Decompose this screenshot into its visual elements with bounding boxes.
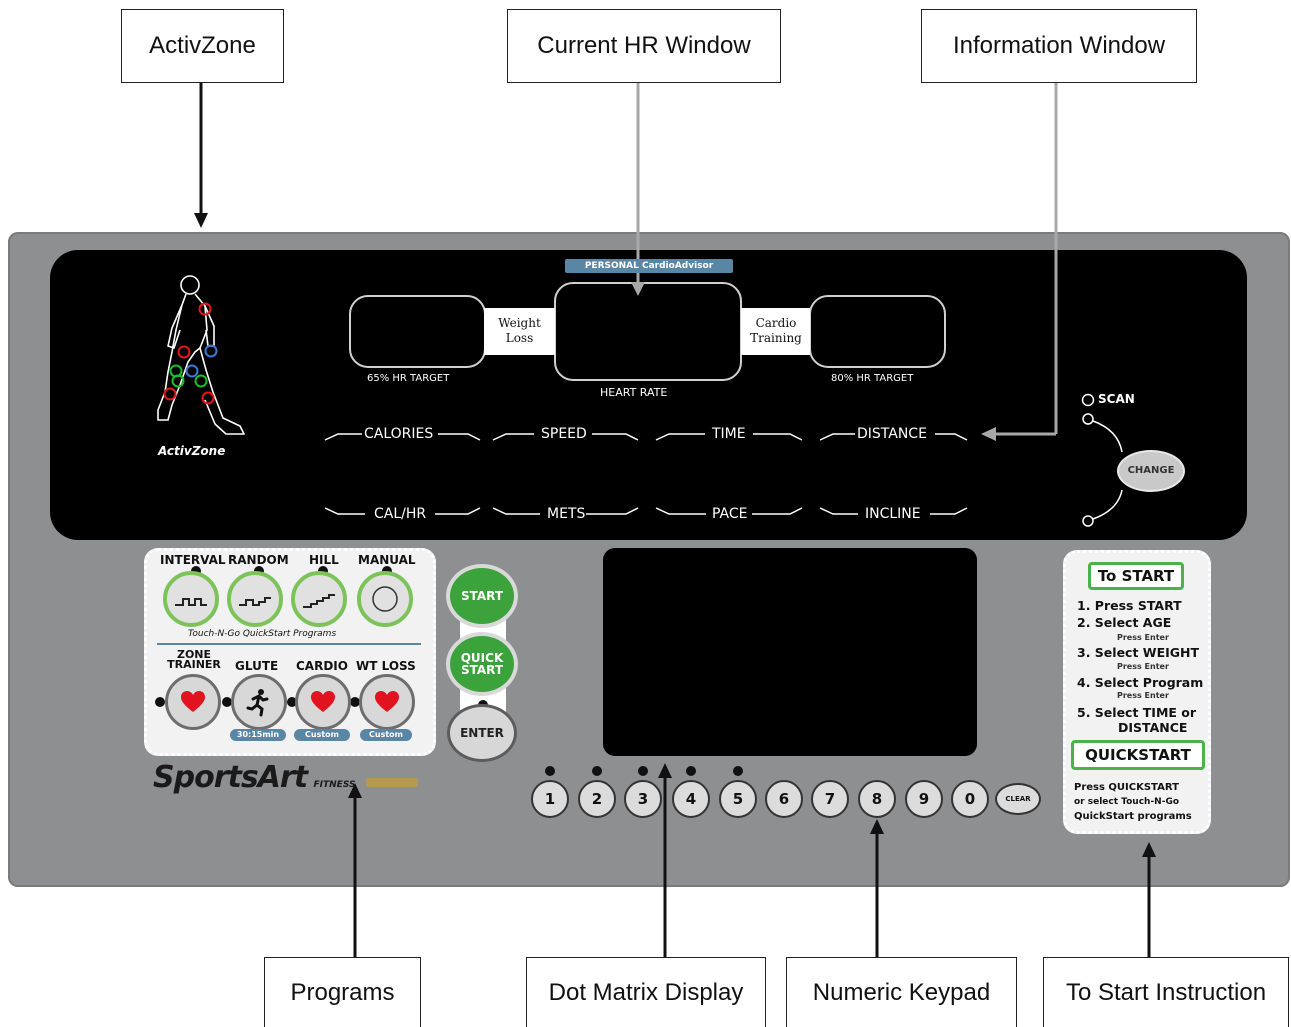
cardio-label: CARDIO [296, 659, 348, 673]
cardio-training-label: Cardio Training [750, 316, 802, 345]
cal-hr-label: CAL/HR [374, 506, 427, 522]
zone-trainer-led [155, 697, 165, 707]
key-3[interactable]: 3 [624, 780, 662, 818]
callout-to-start-instruction: To Start Instruction [1043, 957, 1289, 1027]
key-9[interactable]: 9 [905, 780, 943, 818]
start-button[interactable]: START [446, 564, 518, 628]
glute-button[interactable] [231, 674, 287, 730]
glute-tag: 30:15min [230, 729, 286, 741]
hill-button[interactable] [291, 571, 347, 627]
program-divider [157, 643, 421, 645]
wt-loss-tag: Custom [360, 729, 412, 741]
quickstart-title: QUICKSTART [1071, 740, 1205, 770]
heart-icon [181, 691, 205, 712]
instruction-step-3: 3. Select WEIGHT [1077, 645, 1200, 660]
instructions-panel [1063, 550, 1211, 834]
key-7[interactable]: 7 [811, 780, 849, 818]
key-5-led [733, 766, 743, 776]
touch-n-go-label: Touch-N-Go QuickStart Programs [188, 629, 337, 639]
speed-label: SPEED [541, 426, 587, 442]
distance-label: DISTANCE [857, 426, 927, 442]
key-0[interactable]: 0 [951, 780, 989, 818]
key-3-led [638, 766, 648, 776]
runner-icon [246, 689, 269, 717]
hill-profile-icon [303, 594, 335, 608]
instruction-step-2-sub: Press Enter [1117, 633, 1169, 642]
callout-programs: Programs [264, 957, 421, 1027]
pace-label: PACE [712, 506, 748, 522]
weight-loss-label: Weight Loss [498, 316, 541, 345]
program-manual-label: MANUAL [358, 553, 416, 567]
callout-current-hr-window: Current HR Window [507, 9, 781, 83]
manual-circle-icon [372, 586, 398, 612]
hr-target-65-label: 65% HR TARGET [367, 373, 450, 384]
glute-led [222, 697, 232, 707]
instruction-step-2: 2. Select AGE [1077, 615, 1172, 630]
cardio-tag: Custom [294, 729, 350, 741]
cardio-led [287, 697, 297, 707]
key-1-led [545, 766, 555, 776]
quickstart-line-2: or select Touch-N-Go [1074, 797, 1180, 807]
to-start-title: To START [1088, 562, 1184, 590]
program-interval-label: INTERVAL [160, 553, 226, 567]
dot-matrix-display [603, 548, 977, 756]
random-button[interactable] [227, 571, 283, 627]
key-1[interactable]: 1 [531, 780, 569, 818]
quick-start-button[interactable]: QUICK START [446, 632, 518, 696]
wt-loss-label: WT LOSS [356, 659, 416, 673]
instruction-step-4-sub: Press Enter [1117, 691, 1169, 700]
wt-loss-led [350, 697, 360, 707]
mets-label: METS [547, 506, 586, 522]
key-8[interactable]: 8 [858, 780, 896, 818]
zone-trainer-button[interactable] [165, 674, 221, 730]
random-profile-icon [239, 597, 271, 606]
key-2[interactable]: 2 [578, 780, 616, 818]
brand-logo: SportsArt FITNESS [153, 760, 418, 795]
manual-button[interactable] [357, 571, 413, 627]
wt-loss-button[interactable] [359, 674, 415, 730]
brand-name: SportsArt [153, 760, 308, 795]
cardio-button[interactable] [295, 674, 351, 730]
interval-button[interactable] [163, 571, 219, 627]
cardioadvisor-badge: PERSONAL CardioAdvisor [565, 259, 733, 273]
enter-button[interactable]: ENTER [447, 704, 517, 762]
change-button[interactable]: CHANGE [1117, 450, 1185, 492]
brand-model-mark [365, 778, 418, 788]
incline-label: INCLINE [865, 506, 921, 522]
zone-trainer-label: ZONE TRAINER [167, 648, 221, 671]
brand-fitness: FITNESS [313, 780, 356, 790]
key-4-led [686, 766, 696, 776]
clear-button[interactable]: CLEAR [995, 783, 1041, 815]
instruction-step-4: 4. Select Program [1077, 675, 1204, 690]
instruction-step-5b: DISTANCE [1118, 720, 1188, 735]
callout-activzone: ActivZone [121, 9, 284, 83]
callout-information-window: Information Window [921, 9, 1197, 83]
key-5[interactable]: 5 [719, 780, 757, 818]
key-6[interactable]: 6 [765, 780, 803, 818]
instruction-step-3-sub: Press Enter [1117, 662, 1169, 671]
hr-target-80-label: 80% HR TARGET [831, 373, 914, 384]
instruction-step-5: 5. Select TIME or [1077, 705, 1197, 720]
interval-profile-icon [175, 598, 207, 606]
program-random-label: RANDOM [228, 553, 289, 567]
activzone-logo: ActivZone [158, 444, 226, 458]
quickstart-line-1: Press QUICKSTART [1074, 782, 1179, 793]
callout-dot-matrix-display: Dot Matrix Display [526, 957, 766, 1027]
heart-rate-label: HEART RATE [600, 386, 668, 399]
heart-icon [375, 691, 399, 712]
program-hill-label: HILL [309, 553, 339, 567]
key-4[interactable]: 4 [672, 780, 710, 818]
calories-label: CALORIES [364, 426, 434, 442]
heart-icon [311, 691, 335, 712]
instruction-step-1: 1. Press START [1077, 598, 1182, 613]
key-2-led [592, 766, 602, 776]
scan-label: SCAN [1098, 392, 1135, 406]
lcd-display-panel [50, 250, 1247, 540]
callout-numeric-keypad: Numeric Keypad [786, 957, 1017, 1027]
glute-label: GLUTE [235, 659, 279, 673]
quickstart-line-3: QuickStart programs [1074, 811, 1192, 822]
time-label: TIME [712, 426, 746, 442]
